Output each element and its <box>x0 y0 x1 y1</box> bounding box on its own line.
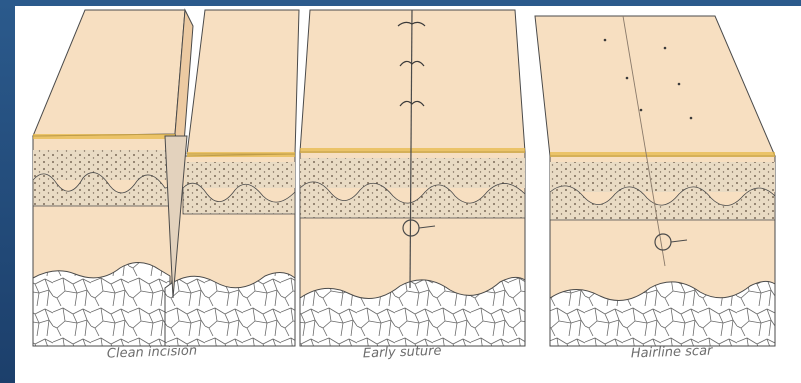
caption-clean-incision: Clean incision <box>107 343 198 368</box>
skin-healing-diagram <box>15 6 801 383</box>
panel-early-suture <box>300 10 525 346</box>
illustration-frame: Clean incision Early suture Hairline sca… <box>15 6 801 383</box>
panel-clean-incision <box>33 10 299 346</box>
caption-hairline-scar: Hairline scar <box>631 344 713 369</box>
panel-hairline-scar <box>535 16 775 346</box>
caption-early-suture: Early suture <box>363 344 442 369</box>
